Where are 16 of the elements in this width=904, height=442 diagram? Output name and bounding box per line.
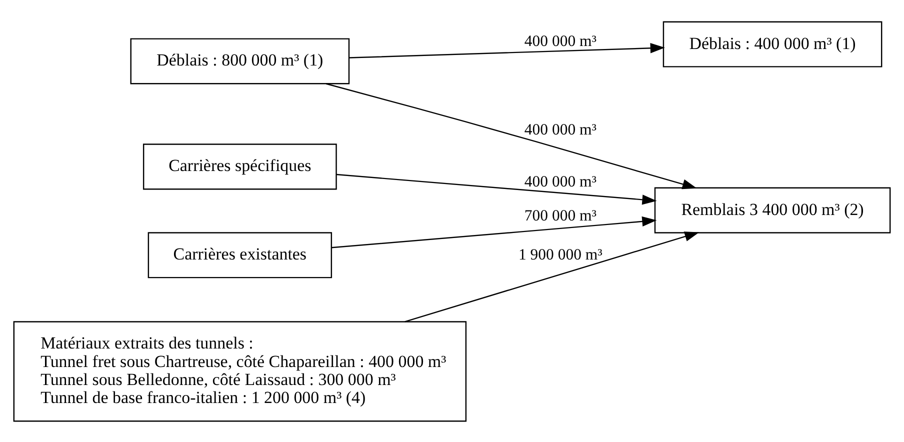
node-box: Déblais : 400 000 m³ (1)	[662, 20, 882, 67]
edge-label: 700 000 m³	[524, 206, 597, 224]
node-box: Carrières existantes	[148, 232, 332, 278]
arrow	[404, 231, 700, 322]
arrow	[336, 173, 657, 204]
node-box: Matériaux extraits des tunnels : Tunnel fret sous Chartreuse, côté Chapareillan : 400 000 m³ Tunnel sous Belledonne, côté Laissaud : 300 000 m³ Tunnel de base franco-italien : 1 200 000 m³ (4)	[13, 320, 467, 422]
edge-label: 400 000 m³	[524, 173, 597, 190]
arrow	[349, 42, 665, 58]
edge-label: 1 900 000 m³	[518, 246, 602, 263]
node-box: Déblais : 800 000 m³ (1)	[130, 38, 350, 84]
edge-label: 400 000 m³	[524, 120, 597, 138]
arrow	[331, 216, 657, 248]
arrow	[326, 82, 697, 189]
node-box: Remblais 3 400 000 m³ (2)	[654, 186, 891, 233]
edge-label: 400 000 m³	[524, 32, 597, 50]
node-box: Carrières spécifiques	[142, 143, 337, 190]
